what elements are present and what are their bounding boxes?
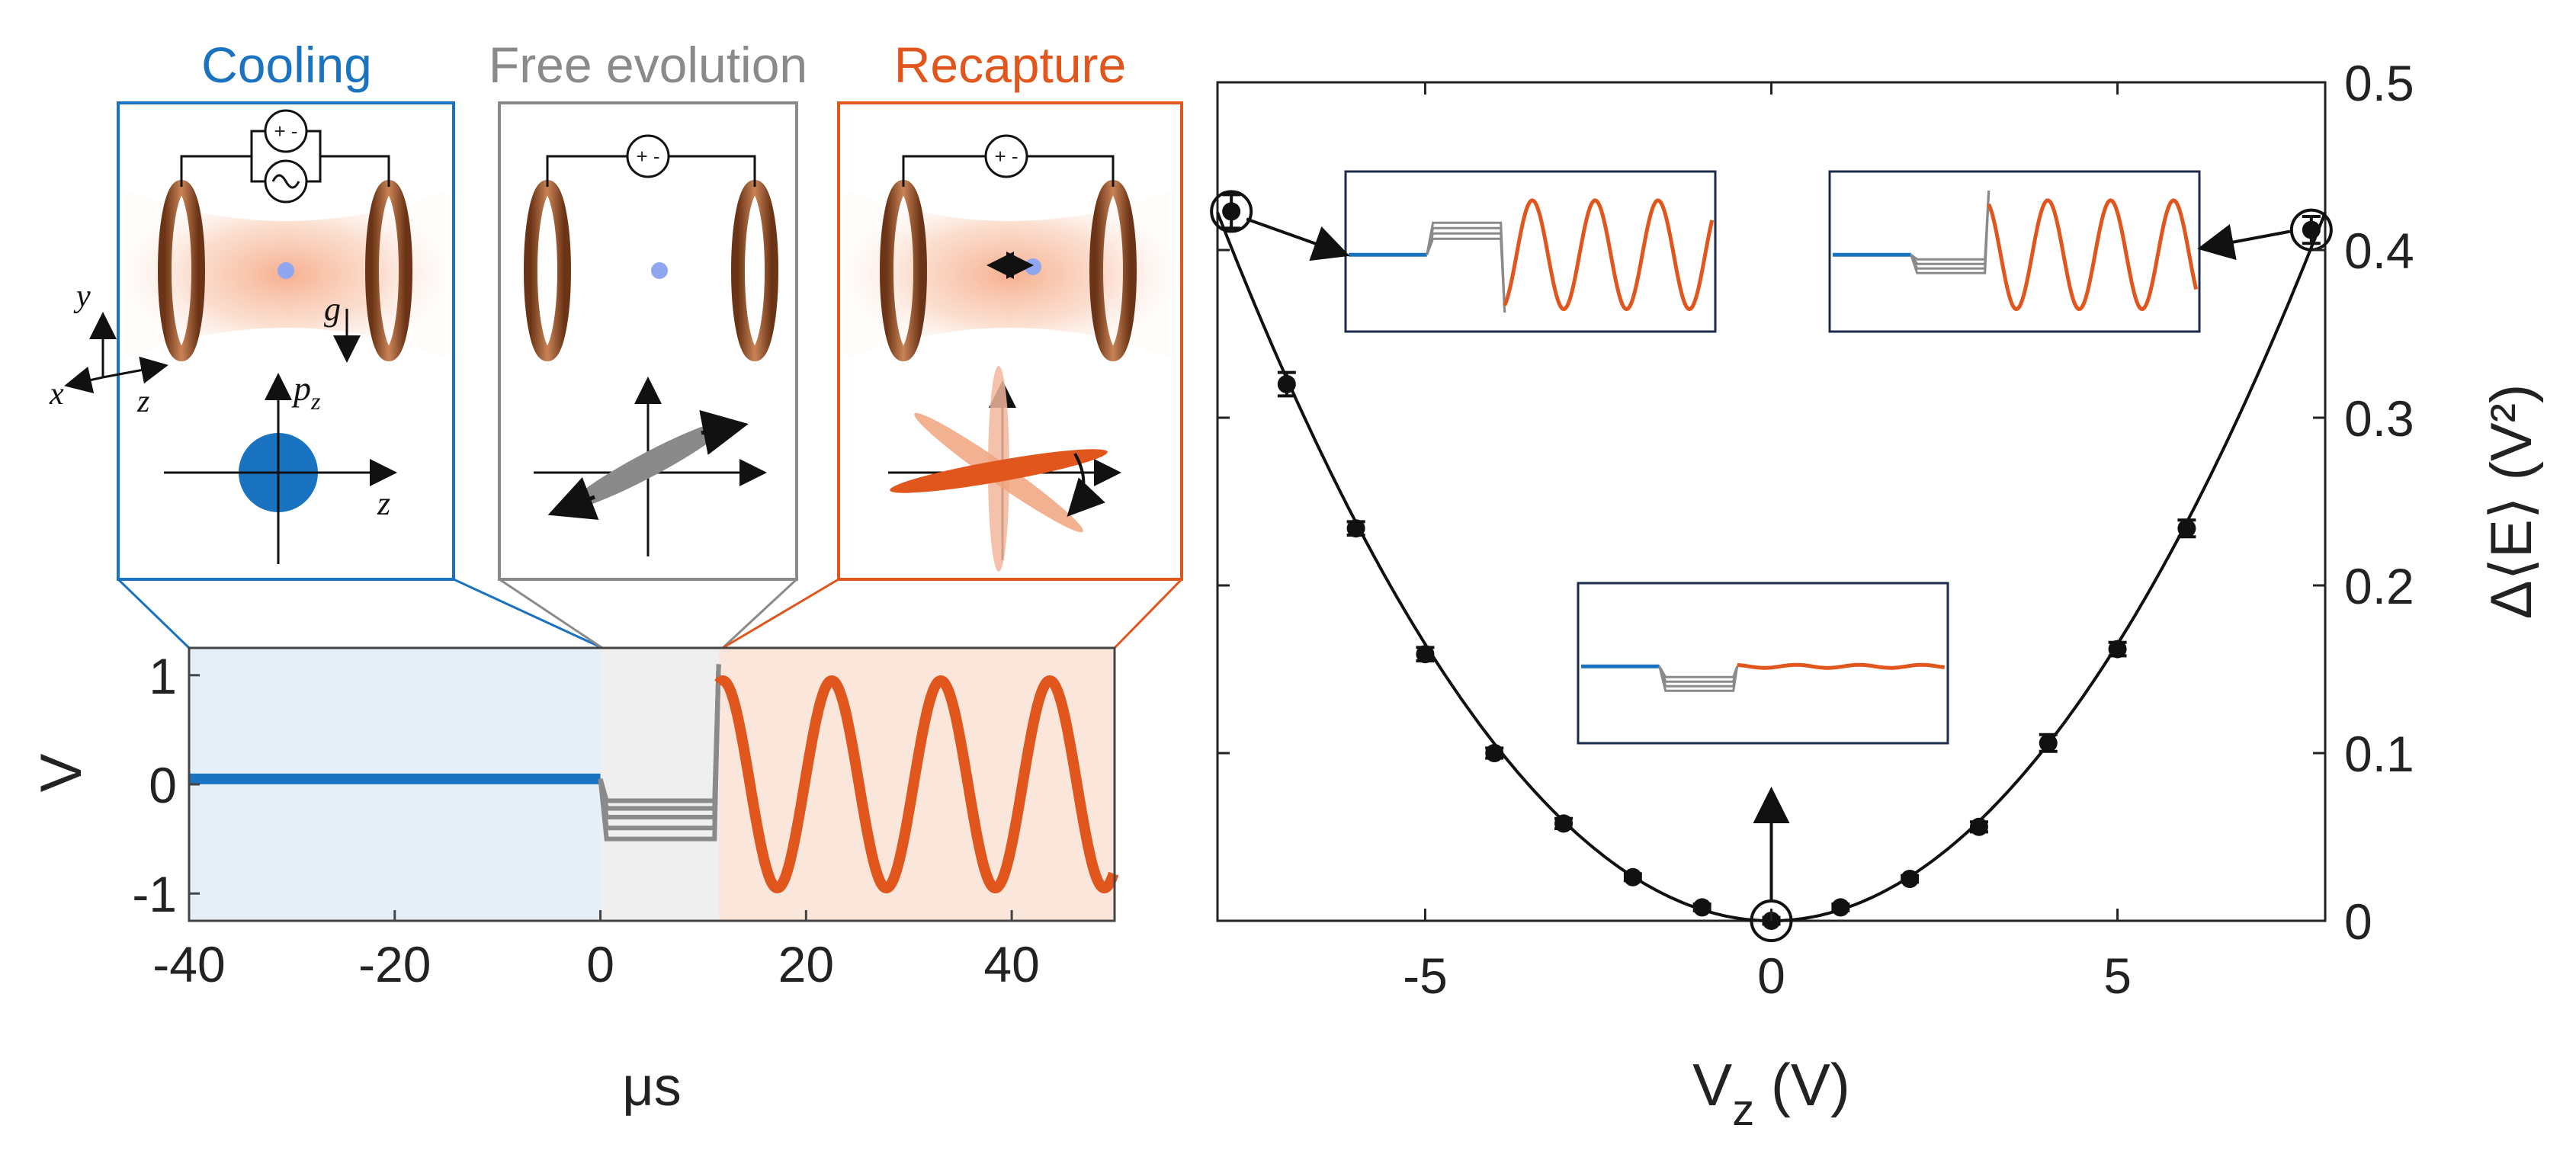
cooling-connector-left xyxy=(117,578,191,649)
inset-left-recapture-trace xyxy=(1503,198,1715,312)
ion-dot xyxy=(277,262,294,279)
scatter-ytick-label: 0.4 xyxy=(2344,223,2414,279)
scatter-x-axis-label: Vz (V) xyxy=(1692,1051,1850,1135)
data-point xyxy=(2302,220,2321,239)
xlabel-unit: (V) xyxy=(1754,1051,1850,1118)
inset-right xyxy=(1828,170,2201,333)
recapture-connector-right xyxy=(1113,578,1183,649)
scatter-ytick-label: 0.5 xyxy=(2344,55,2414,111)
cooling-title: Cooling xyxy=(201,37,372,93)
scatter-xtick-label: 5 xyxy=(2103,947,2132,1004)
inset-center-frame xyxy=(1577,582,1949,745)
x-axis-label: x xyxy=(49,377,64,412)
data-point xyxy=(1554,814,1574,833)
waveform-ytick-label: 1 xyxy=(149,648,177,704)
scatter-ytick-label: 0 xyxy=(2344,893,2372,950)
data-point xyxy=(2177,519,2196,538)
free-evolution-trace-4 xyxy=(598,664,721,842)
recapture-title: Recapture xyxy=(894,37,1127,93)
region-bg-0 xyxy=(189,648,601,921)
z-phase-label: z xyxy=(377,485,390,522)
xlabel-sub: z xyxy=(1732,1085,1754,1135)
inset-left-free-trace xyxy=(1426,237,1506,313)
scatter-xtick-label: 0 xyxy=(1757,947,1785,1004)
highlight-circle xyxy=(1750,899,1793,942)
waveform-xtick-label: 40 xyxy=(983,936,1039,992)
data-point xyxy=(1831,898,1850,917)
waveform-xtick-label: -40 xyxy=(152,936,225,992)
xlabel-main: V xyxy=(1692,1051,1732,1118)
scatter-ytick-label: 0.2 xyxy=(2344,558,2414,614)
dc-source-symbol-2: + - xyxy=(636,145,659,168)
free-connector-left xyxy=(499,578,603,649)
pz-label: pz xyxy=(291,369,321,415)
data-point xyxy=(1222,202,1241,221)
inset-right-arrow xyxy=(2197,224,2291,261)
z-axis-label: z xyxy=(136,384,149,419)
data-point xyxy=(1623,867,1642,886)
recapture-trace xyxy=(714,675,1119,894)
inset-left xyxy=(1344,170,1717,333)
scatter-y-axis-label: Δ⟨E⟩ (V²) xyxy=(2479,384,2544,620)
inset-center-recapture-trace xyxy=(1737,662,1946,670)
free-connector-right xyxy=(721,578,798,649)
inset-center xyxy=(1577,582,1949,745)
g-label: g xyxy=(324,290,341,328)
cooling-connector-right xyxy=(453,578,603,649)
inset-right-recapture-trace xyxy=(1987,198,2199,312)
free-evolution-phase-space-blob xyxy=(566,420,730,510)
waveform-x-axis-label: μs xyxy=(622,1056,681,1117)
inset-center-free-trace xyxy=(1658,665,1739,692)
recapture-trap-diagram: + - xyxy=(846,134,1174,572)
schematics: Cooling Free evolution Recapture + - xyxy=(49,37,1183,649)
data-point xyxy=(1277,375,1296,393)
data-point xyxy=(1969,817,1988,836)
inset-left-frame xyxy=(1344,170,1717,333)
waveform-ytick-label: 0 xyxy=(149,757,177,813)
region-bg-1 xyxy=(600,648,719,921)
waveform-chart: -40 -20 0 20 40 -1 0 1 μs V xyxy=(29,646,1119,1117)
waveform-ytick-label: -1 xyxy=(132,866,177,922)
data-point xyxy=(1346,519,1365,538)
scatter-xtick-label: -5 xyxy=(1403,947,1448,1004)
free-evolution-title: Free evolution xyxy=(489,37,807,93)
data-point xyxy=(1416,645,1435,664)
inset-right-free-trace xyxy=(1910,191,1991,274)
highlight-circle xyxy=(1210,190,1253,233)
data-point xyxy=(1901,870,1920,888)
waveform-xtick-label: 20 xyxy=(778,936,834,992)
highlight-circle xyxy=(2289,208,2333,252)
data-point xyxy=(1692,898,1711,917)
recapture-phase-space-blob xyxy=(890,449,1108,493)
data-point xyxy=(2039,733,2058,752)
dc-source-symbol-3: + - xyxy=(994,145,1018,168)
inset-left-arrow xyxy=(1246,217,1350,261)
waveform-y-axis-label: V xyxy=(29,753,94,792)
y-axis-label: y xyxy=(73,279,91,314)
data-point xyxy=(2108,640,2127,659)
cooling-trap-diagram: + - g y z x pz z xyxy=(49,109,446,564)
dc-source-symbol: + - xyxy=(274,120,297,143)
waveform-xtick-label: 0 xyxy=(586,936,614,992)
scatter-ytick-label: 0.3 xyxy=(2344,390,2414,447)
free-evolution-trap-diagram: + - xyxy=(524,134,778,556)
data-point xyxy=(1485,744,1504,762)
scatter-ytick-label: 0.1 xyxy=(2344,726,2414,782)
waveform-xtick-label: -20 xyxy=(358,936,431,992)
recapture-connector-left xyxy=(722,578,839,649)
